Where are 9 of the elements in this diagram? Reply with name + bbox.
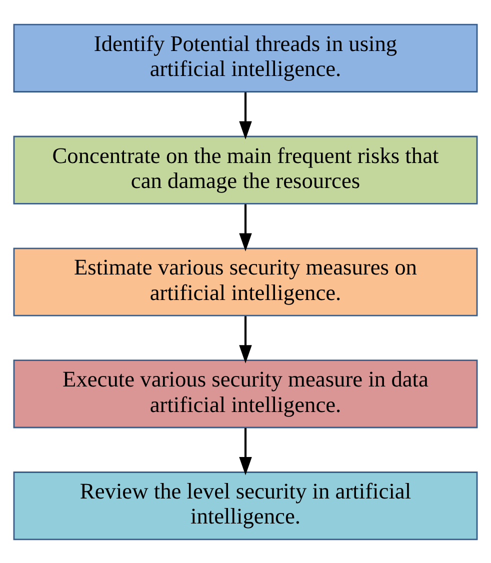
arrow [239, 316, 252, 363]
arrow [239, 92, 252, 140]
node-box: Execute various security measure in data artificial intelligence. [13, 359, 478, 428]
node-box: Estimate various security measures on artificial intelligence. [13, 247, 478, 316]
arrow [239, 428, 252, 475]
arrow [239, 204, 252, 251]
node-box: Review the level security in artificial intelligence. [13, 471, 478, 540]
node-box: Identify Potential threads in using artificial intelligence. [13, 23, 478, 92]
node-box: Concentrate on the main frequent risks that can damage the resources [13, 135, 478, 204]
